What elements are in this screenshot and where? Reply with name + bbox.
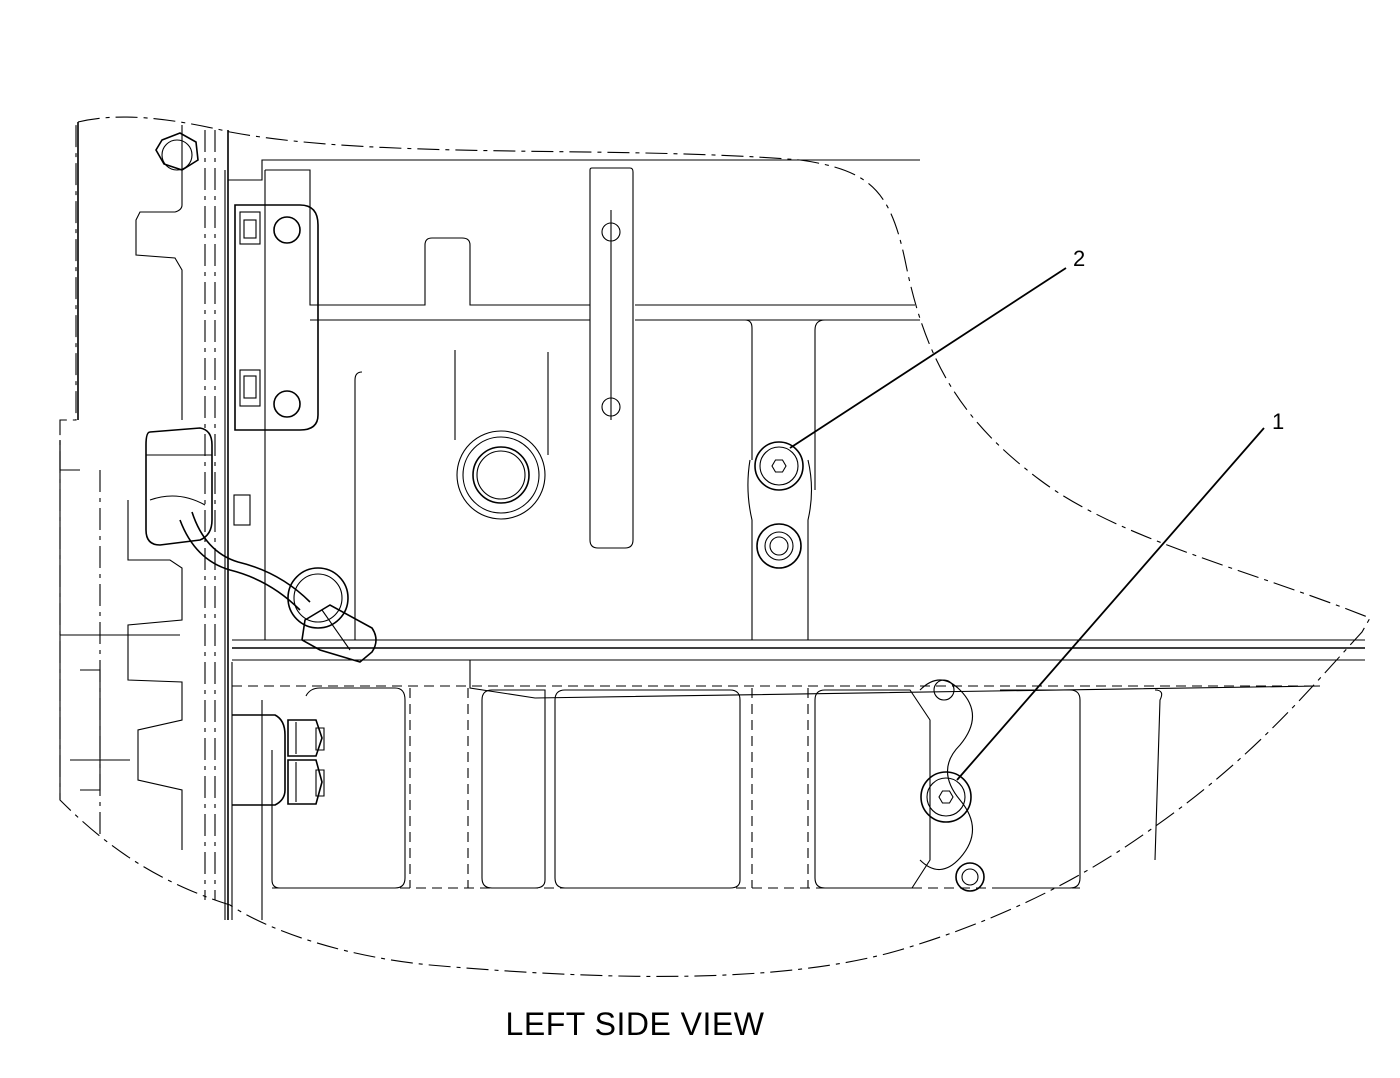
housing-pockets: [354, 167, 920, 640]
callout-2-label: 2: [1073, 246, 1085, 271]
left-flange: [59, 122, 216, 900]
view-caption: LEFT SIDE VIEW: [505, 1006, 765, 1042]
upper-socket-head-plug-icon: [754, 441, 804, 491]
lower-mount-block: [232, 714, 325, 806]
callout-2: 2: [789, 246, 1085, 449]
sensor-harness: [145, 427, 377, 663]
lower-socket-head-plug-icon: [920, 771, 972, 823]
rib-nut-icon: [756, 523, 802, 569]
oil-port-icon: [456, 430, 546, 520]
housing-plate: [224, 130, 1365, 920]
callout-1: 1: [956, 409, 1284, 781]
lower-pockets: [261, 679, 1163, 920]
callout-1-label: 1: [1272, 409, 1284, 434]
mounting-bracket: [234, 204, 319, 431]
phantom-outline: [59, 116, 1371, 977]
top-hex-bolt-icon: [155, 132, 199, 171]
